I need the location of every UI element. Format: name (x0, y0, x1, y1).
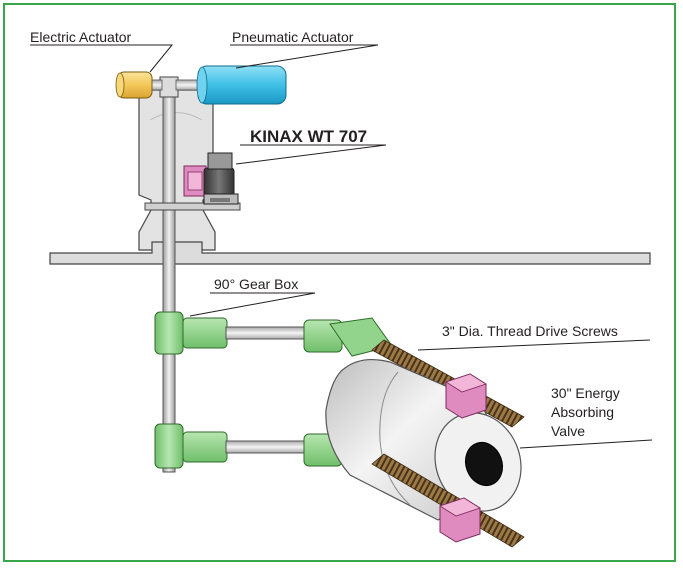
label-pneumatic-actuator: Pneumatic Actuator (232, 29, 354, 45)
thread-nut-upper (445, 373, 487, 419)
pneumatic-actuator (175, 65, 287, 105)
horizontal-shaft-lower (225, 440, 309, 454)
label-valve-line3: Valve (551, 423, 585, 439)
leader-lines (30, 44, 653, 449)
gear-box-upper (154, 311, 228, 355)
leader-drive-screws (417, 339, 651, 351)
label-drive-screws: 3" Dia. Thread Drive Screws (442, 323, 618, 339)
vertical-shaft (162, 81, 176, 473)
leader-energy-valve (519, 439, 653, 449)
gear-box-lower (154, 423, 228, 469)
kinax-transmitter (183, 152, 239, 205)
floor-slab (49, 241, 651, 265)
mounting-plate (144, 202, 241, 211)
label-kinax: KINAX WT 707 (250, 127, 367, 146)
leader-gear-box (189, 292, 316, 317)
diagram-frame (3, 3, 676, 562)
thread-nut-lower (439, 497, 481, 543)
label-gear-box: 90° Gear Box (214, 276, 298, 292)
horizontal-shaft-upper (225, 326, 309, 340)
label-valve-line1: 30" Energy (551, 385, 620, 401)
leader-pneumatic-actuator (230, 44, 379, 69)
label-electric-actuator: Electric Actuator (30, 29, 131, 45)
electric-actuator (115, 71, 163, 99)
shaft-coupling (159, 76, 179, 98)
leader-kinax (235, 144, 387, 165)
label-valve-line2: Absorbing (551, 404, 614, 420)
leader-electric-actuator (30, 44, 174, 73)
